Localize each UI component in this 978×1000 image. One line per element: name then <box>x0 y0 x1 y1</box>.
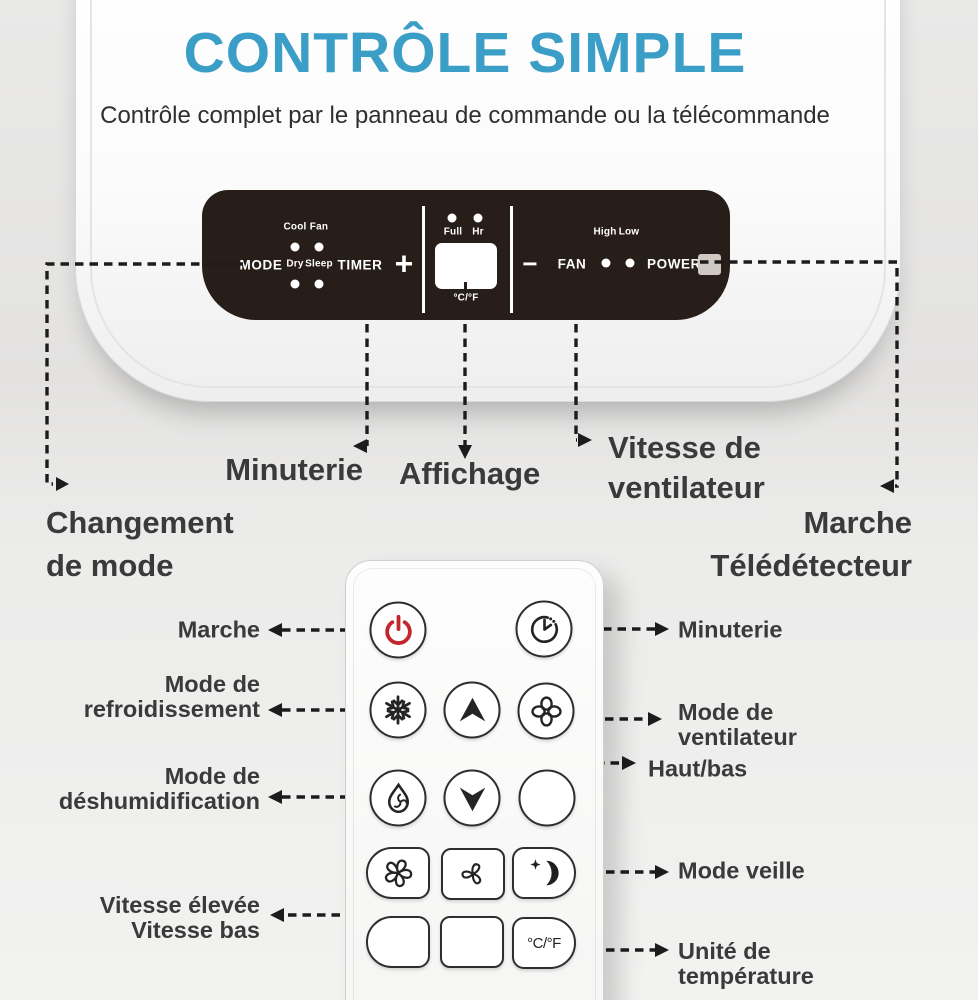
high-speed-dot <box>601 258 611 268</box>
up-button <box>443 681 501 739</box>
blank-button-2 <box>366 916 430 968</box>
label-dry-mode: Mode de déshumidification <box>58 763 260 814</box>
down-button <box>443 769 501 827</box>
water-drop-icon <box>387 781 409 813</box>
temp-unit-button: °C/°F <box>512 917 576 969</box>
dry-indicator-dot <box>290 279 300 289</box>
label-mode-change: Changement de mode <box>46 505 234 583</box>
display-screen <box>435 243 497 289</box>
fan-mode-button <box>517 682 575 740</box>
fan-indicator-dot <box>314 242 324 252</box>
moon-star-icon <box>530 859 559 886</box>
hr-indicator-dot <box>473 213 483 223</box>
fan-button-label: FAN <box>557 256 587 272</box>
label-up-down: Haut/bas <box>648 755 748 782</box>
blank-button-1 <box>518 769 576 827</box>
timer-button-label: TIMER <box>337 257 383 273</box>
remote-bevel <box>353 568 596 1000</box>
label-fan-speed-remote: Vitesse élevée Vitesse bas <box>99 892 260 943</box>
mode-button-label: MODE <box>239 257 283 273</box>
plus-button: + <box>394 245 414 282</box>
fan-indicator-label: Fan <box>309 221 329 233</box>
blank-button-3 <box>440 916 504 968</box>
fan-high-button <box>366 847 430 899</box>
dry-indicator-label: Dry <box>286 258 304 270</box>
full-indicator-dot <box>447 213 457 223</box>
label-fan-mode: Mode de ventilateur <box>678 699 797 750</box>
full-indicator-label: Full <box>443 226 463 238</box>
sleep-mode-button <box>512 847 576 899</box>
label-power-sensor: Marche Télédétecteur <box>710 505 912 583</box>
label-fan-speed-panel: Vitesse de ventilateur <box>608 430 765 505</box>
panel-divider-left <box>422 206 425 313</box>
ac-unit-inner-edge <box>90 0 886 388</box>
power-button <box>369 601 427 659</box>
fan-icon <box>530 695 562 727</box>
fan-high-icon <box>384 859 413 888</box>
temp-unit-label: °C/°F <box>453 292 479 304</box>
label-remote-timer: Minuterie <box>678 616 783 643</box>
snowflake-icon <box>385 695 411 725</box>
high-speed-label: High <box>593 226 617 238</box>
screen-notch <box>464 282 467 289</box>
sleep-indicator-dot <box>314 279 324 289</box>
sleep-indicator-label: Sleep <box>305 258 333 270</box>
cool-mode-button <box>369 681 427 739</box>
power-icon <box>384 614 412 645</box>
timer-clock-icon <box>530 615 558 643</box>
label-timer: Minuterie <box>225 452 363 487</box>
low-speed-label: Low <box>618 226 640 238</box>
timer-button <box>515 600 573 658</box>
hr-indicator-label: Hr <box>472 226 484 238</box>
temp-unit-button-label: °C/°F <box>527 934 561 952</box>
panel-divider-right <box>510 206 513 313</box>
label-cool-mode: Mode de refroidissement <box>83 671 260 722</box>
page-title: CONTRÔLE SIMPLE <box>183 21 747 85</box>
low-speed-dot <box>625 258 635 268</box>
arrow-down-icon <box>459 787 485 811</box>
power-button-label: POWER <box>646 256 702 272</box>
dry-mode-button <box>369 769 427 827</box>
label-display: Affichage <box>399 456 541 491</box>
label-remote-power: Marche <box>177 616 260 643</box>
fan-low-button <box>441 848 505 900</box>
label-temp-unit: Unité de température <box>678 938 814 989</box>
page-subtitle: Contrôle complet par le panneau de comma… <box>100 102 830 129</box>
label-sleep-mode: Mode veille <box>678 857 805 884</box>
fan-low-icon <box>461 863 482 885</box>
arrow-up-icon <box>459 697 485 721</box>
minus-button: − <box>522 248 538 279</box>
ir-sensor-window <box>698 254 721 275</box>
cool-indicator-label: Cool <box>283 221 307 233</box>
cool-indicator-dot <box>290 242 300 252</box>
